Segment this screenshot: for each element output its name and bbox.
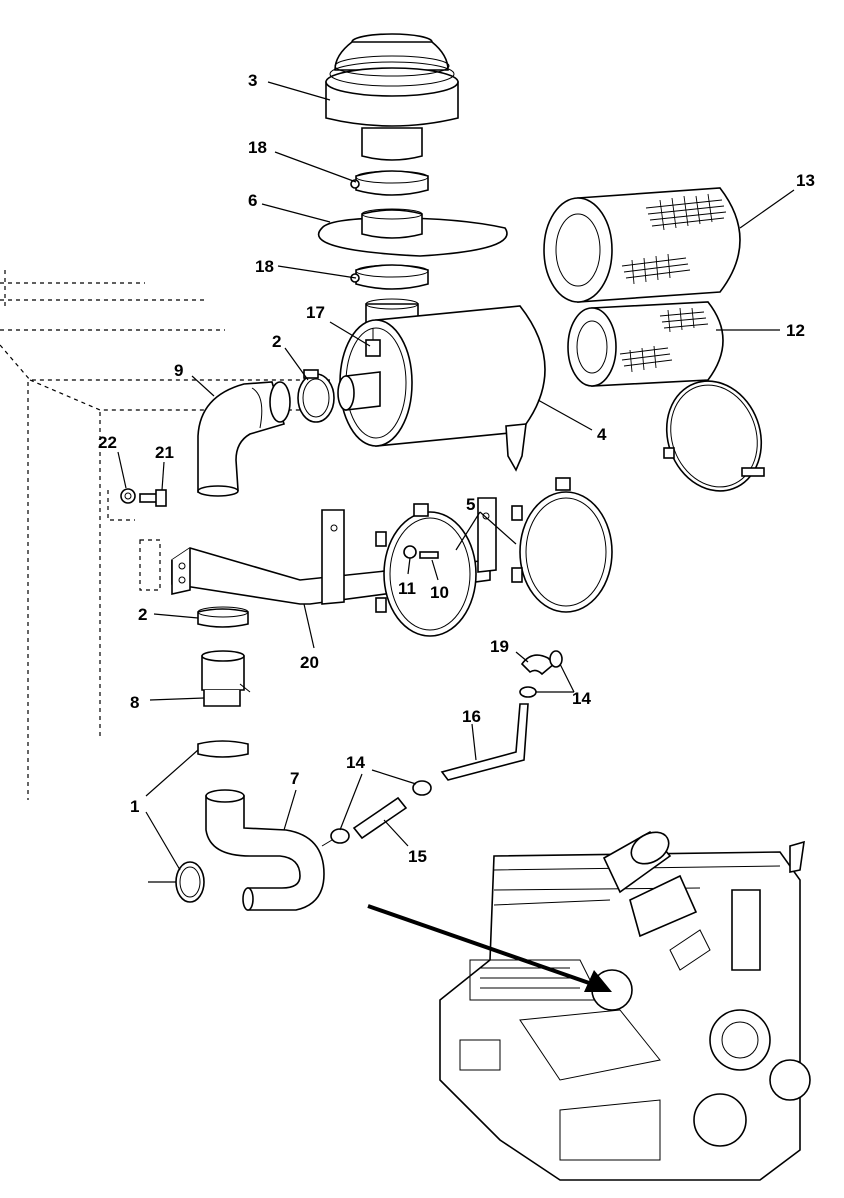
hose-clamp-upper [297,369,335,423]
hose-clamp-bottom [175,861,205,903]
callout-1: 1 [130,797,139,816]
callout-2-upper: 2 [272,332,281,351]
fitting-19 [520,650,563,676]
callout-5: 5 [466,495,475,514]
callout-13: 13 [796,171,815,190]
callout-18-upper: 18 [248,138,267,157]
nut-11 [403,545,417,559]
engine-illustration [439,830,811,1181]
inner-filter-element [567,301,724,387]
hose-15 [352,796,408,840]
callout-16: 16 [462,707,481,726]
adapter-sleeve [201,650,251,707]
callout-3: 3 [248,71,257,90]
callout-11: 11 [398,579,416,598]
fitting-14-upper [519,686,537,698]
washer-22 [120,488,136,504]
vacuum-tube-16 [440,703,529,781]
callout-22: 22 [98,433,117,452]
mounting-band-rear [511,477,613,613]
callout-14-right: 14 [572,689,591,708]
hose-clamp-middle [197,740,249,758]
callout-8: 8 [130,693,139,712]
connector-14a [412,780,432,796]
upper-clamp [350,170,429,196]
connector-14b [321,828,350,847]
callout-2-lower: 2 [138,605,147,624]
callout-7: 7 [290,769,299,788]
callout-17: 17 [306,303,325,322]
callout-21: 21 [155,443,174,462]
rain-shield [317,208,508,257]
s-hose [205,789,325,911]
air-cleaner-cap [325,33,459,161]
air-cleaner-housing [337,298,546,472]
leader-lines [117,81,795,883]
hose-clamp-lower [197,606,249,628]
bolt-21 [139,489,167,507]
callout-19: 19 [490,637,509,656]
lower-clamp [350,264,429,290]
outer-filter-element [543,187,741,303]
callout-20: 20 [300,653,319,672]
callout-15: 15 [408,847,427,866]
callout-12: 12 [786,321,805,340]
mounting-band-front [375,503,477,637]
callout-4: 4 [597,425,607,444]
elbow-hose [197,381,291,497]
location-arrow [367,904,612,992]
vehicle-frame-outline [0,270,330,800]
callout-14-left: 14 [346,753,365,772]
callout-labels: 3 18 6 18 13 17 2 9 12 4 22 21 5 11 10 2… [98,71,815,866]
callout-18-lower: 18 [255,257,274,276]
filter-band-clamp [663,380,765,492]
callout-10: 10 [430,583,449,602]
bolt-10 [419,551,439,559]
callout-9: 9 [174,361,183,380]
callout-6: 6 [248,191,257,210]
